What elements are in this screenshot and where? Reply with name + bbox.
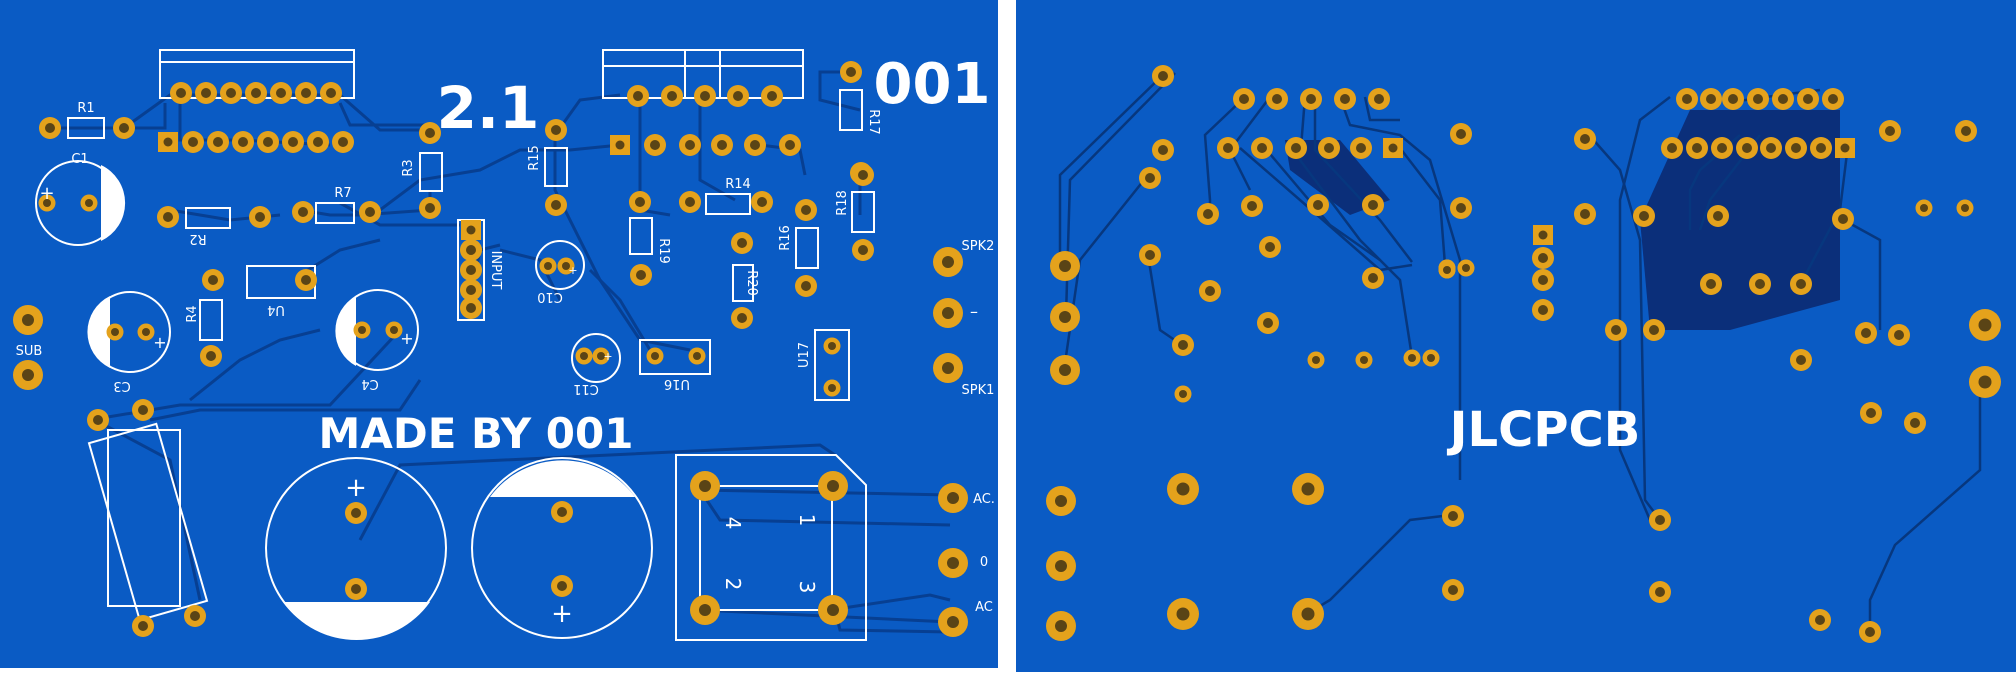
label-r19: R19 xyxy=(656,238,671,264)
label-ac-top: AC. xyxy=(973,492,995,507)
label-c4: C4 xyxy=(361,376,378,391)
label-spk2: SPK2 xyxy=(962,239,995,254)
label-c11: C11 xyxy=(573,381,599,396)
label-plus-c10: + xyxy=(568,264,577,277)
label-plus-c11: + xyxy=(603,350,612,363)
top-traces xyxy=(50,70,951,634)
label-r3: R3 xyxy=(401,159,416,176)
label-ac-bottom: AC xyxy=(975,600,993,615)
brand-label: 001 xyxy=(874,52,991,117)
label-r15: R15 xyxy=(527,145,542,171)
label-sub: SUB xyxy=(16,344,43,359)
version-label: 2.1 xyxy=(437,74,540,142)
label-u16: U16 xyxy=(664,376,690,391)
label-pin2: 2 xyxy=(721,578,745,591)
top-labels: R1 C1 R2 R7 R3 R4 R15 R14 R16 R17 R18 R1… xyxy=(16,101,995,629)
label-r14: R14 xyxy=(725,177,751,192)
label-pin3: 3 xyxy=(795,581,819,594)
bottom-view: JLCPCB xyxy=(1016,0,2016,672)
label-plus-c4: + xyxy=(400,329,413,348)
label-u4: U4 xyxy=(267,302,285,317)
label-c10: C10 xyxy=(537,289,563,304)
top-big-labels: 2.1 001 MADE BY 001 xyxy=(319,52,991,458)
view-divider xyxy=(998,0,1016,676)
top-view: R1 C1 R2 R7 R3 R4 R15 R14 R16 R17 R18 R1… xyxy=(0,0,998,668)
maker-label: MADE BY 001 xyxy=(319,409,634,458)
top-silk-fills xyxy=(87,165,635,641)
top-silkscreen xyxy=(35,49,875,641)
label-plus-cap-right: + xyxy=(551,599,573,629)
label-plus-c1: + xyxy=(39,183,54,204)
label-r2: R2 xyxy=(189,231,206,246)
label-r17: R17 xyxy=(866,109,881,135)
label-c1: C1 xyxy=(71,152,88,167)
copper-fill-region-2 xyxy=(1285,140,1390,215)
label-c3: C3 xyxy=(113,378,130,393)
label-r1: R1 xyxy=(77,101,94,116)
label-ac-zero: 0 xyxy=(980,555,988,570)
label-r4: R4 xyxy=(185,305,200,322)
label-pin1: 1 xyxy=(795,514,819,527)
label-r20: R20 xyxy=(744,270,759,296)
label-r7: R7 xyxy=(334,186,351,201)
label-u17: U17 xyxy=(797,342,812,368)
label-spk1: SPK1 xyxy=(962,383,995,398)
copper-fill-region xyxy=(1640,110,1840,330)
label-input: INPUT xyxy=(488,251,503,290)
bottom-brand-label: JLCPCB xyxy=(1447,402,1641,458)
label-r18: R18 xyxy=(835,190,850,216)
label-plus-cap-left: + xyxy=(345,473,367,503)
label-minus: – xyxy=(970,302,978,321)
label-pin4: 4 xyxy=(721,517,745,530)
label-plus-c3: + xyxy=(153,333,166,352)
label-r16: R16 xyxy=(778,225,793,251)
